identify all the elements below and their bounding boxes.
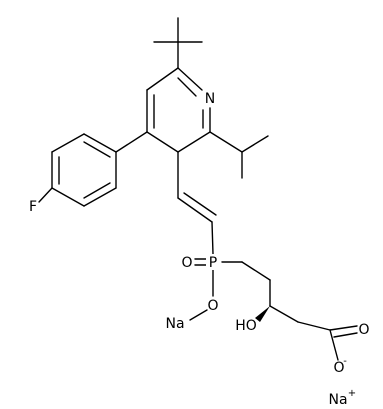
tert-butyl-group bbox=[153, 17, 203, 69]
stereo-wedge bbox=[255, 306, 270, 322]
aryl-link-bond bbox=[115, 131, 148, 153]
vinyl-linker bbox=[177, 151, 217, 255]
pyridine-ring bbox=[146, 67, 211, 153]
atom-labels: N F P O O Na HO O O - Na + bbox=[29, 90, 370, 408]
carboxylate-charge: - bbox=[343, 356, 347, 367]
hydroxy-acid-chain bbox=[241, 261, 358, 361]
isopropyl-group bbox=[209, 131, 269, 179]
hydroxyl-label: HO bbox=[235, 318, 257, 334]
oxygen-ester-label: O bbox=[207, 298, 218, 314]
carboxylate-oxygen-label: O bbox=[333, 360, 344, 376]
carbonyl-oxygen-label: O bbox=[358, 322, 369, 338]
nitrogen-label: N bbox=[205, 91, 215, 107]
sodium-ester-label: Na bbox=[165, 316, 184, 332]
phosphorus-label: P bbox=[209, 255, 217, 271]
fluorophenyl-ring bbox=[38, 133, 117, 207]
sodium-ion-label: Na bbox=[328, 392, 347, 408]
sodium-ion-charge: + bbox=[348, 388, 356, 399]
phosphinate-group bbox=[189, 258, 243, 321]
fluorine-label: F bbox=[29, 199, 37, 215]
oxygen-double-label: O bbox=[181, 255, 192, 271]
